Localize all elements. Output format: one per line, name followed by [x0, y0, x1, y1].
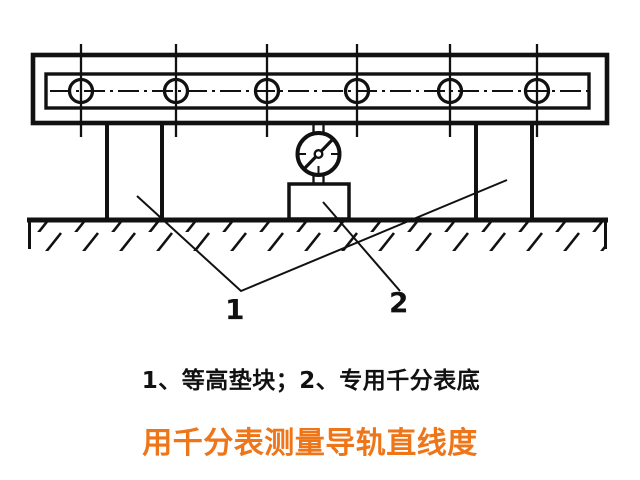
bolt-holes	[67, 44, 551, 137]
leader-line-part2	[322, 201, 401, 292]
dial-gauge-icon	[295, 122, 342, 185]
leader-line-part1	[136, 179, 508, 293]
indicator-base	[287, 182, 351, 221]
guide-rail-beam	[30, 52, 610, 126]
part-label-1: 1	[225, 293, 245, 326]
figure-caption: 1、等高垫块；2、专用千分表底	[141, 368, 481, 394]
left-spacer-block	[105, 121, 164, 222]
part-label-2: 2	[389, 286, 409, 319]
hatched-ground	[27, 217, 608, 251]
figure-title: 用千分表测量导轨直线度	[142, 426, 478, 461]
right-spacer-block	[474, 121, 534, 222]
